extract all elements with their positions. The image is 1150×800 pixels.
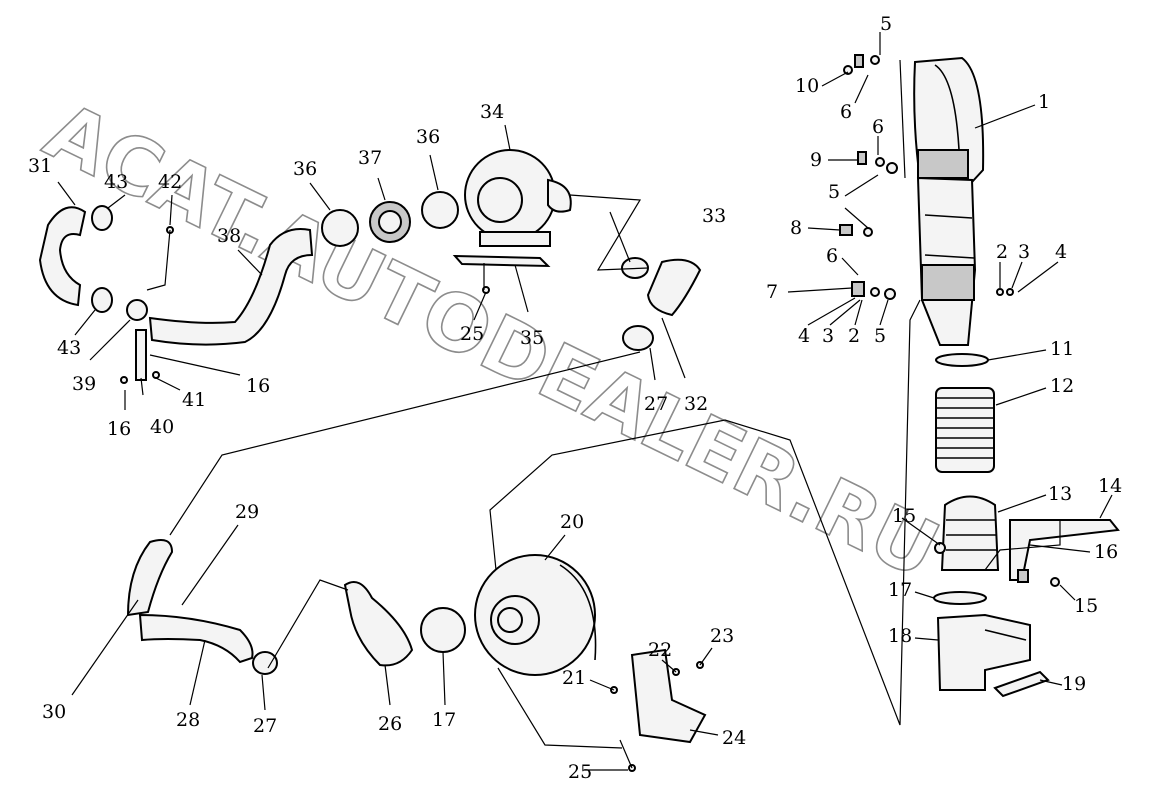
callout-7: 7 (766, 281, 778, 303)
part-14-bracket (1009, 519, 1120, 581)
callout-43: 43 (57, 337, 81, 359)
callout-27: 27 (253, 715, 277, 737)
callout-6: 6 (840, 101, 852, 123)
callout-25: 25 (460, 323, 484, 345)
callout-6: 6 (872, 116, 884, 138)
callout-40: 40 (150, 416, 174, 438)
part-32-hose (646, 258, 702, 317)
callout-25: 25 (568, 761, 592, 783)
part-35-plate (452, 254, 551, 268)
part-36-ring-right (421, 191, 459, 229)
callout-17: 17 (432, 709, 456, 731)
callout-29: 29 (235, 501, 259, 523)
part-17-ring (420, 607, 466, 653)
callout-36: 36 (293, 158, 317, 180)
part-36-ring-left (321, 209, 359, 247)
callout-17: 17 (888, 579, 912, 601)
leader-lines (57, 32, 1113, 771)
callout-30: 30 (42, 701, 66, 723)
part-43-clamp-top (91, 205, 113, 231)
part-27-clamp-upper (622, 325, 654, 351)
callout-28: 28 (176, 709, 200, 731)
callout-37: 37 (358, 147, 382, 169)
callout-1: 1 (1038, 91, 1050, 113)
part-13-flex-joint (940, 495, 1000, 571)
part-vertical-pipe (916, 176, 977, 346)
part-19-gasket (993, 670, 1050, 698)
fastener-cluster-7 (851, 281, 1014, 300)
part-11-gasket (935, 353, 989, 367)
callout-21: 21 (562, 667, 586, 689)
callout-11: 11 (1050, 338, 1074, 360)
fastener-cluster-top (843, 54, 880, 75)
callout-31: 31 (28, 155, 52, 177)
callout-8: 8 (790, 217, 802, 239)
part-24-mount-bracket (630, 648, 707, 744)
callout-41: 41 (182, 389, 206, 411)
callout-4: 4 (1055, 241, 1067, 263)
part-1-upper-elbow (913, 56, 985, 184)
callout-10: 10 (795, 75, 819, 97)
callout-labels: 5 10 6 1 6 9 5 8 6 2 3 4 7 4 3 2 5 11 12… (28, 13, 1122, 783)
callout-22: 22 (648, 639, 672, 661)
callout-38: 38 (217, 225, 241, 247)
part-39-clamp (126, 299, 148, 321)
callout-19: 19 (1062, 673, 1086, 695)
callout-36: 36 (416, 126, 440, 148)
callout-14: 14 (1098, 475, 1122, 497)
callout-9: 9 (810, 149, 822, 171)
callout-33: 33 (702, 205, 726, 227)
callout-32: 32 (684, 393, 708, 415)
callout-34: 34 (480, 101, 504, 123)
part-31-elbow-hose (38, 206, 87, 307)
callout-20: 20 (560, 511, 584, 533)
part-38-hose (148, 228, 314, 346)
callout-4: 4 (798, 325, 810, 347)
callout-5: 5 (880, 13, 892, 35)
callout-16: 16 (107, 418, 131, 440)
callout-27: 27 (644, 393, 668, 415)
part-26-elbow (343, 581, 414, 667)
part-27-clamp-lower (252, 651, 278, 675)
part-30-bent-pipe (126, 539, 174, 617)
callout-12: 12 (1050, 375, 1074, 397)
callout-2: 2 (848, 325, 860, 347)
fastener-cluster-15-16 (934, 542, 1060, 587)
callout-5: 5 (828, 181, 840, 203)
callout-16: 16 (246, 375, 270, 397)
callout-18: 18 (888, 625, 912, 647)
callout-42: 42 (158, 171, 182, 193)
fasteners-21-23-25 (120, 226, 704, 772)
callout-39: 39 (72, 373, 96, 395)
callout-24: 24 (722, 727, 746, 749)
part-37-clamp (369, 201, 411, 243)
callout-16: 16 (1094, 541, 1118, 563)
part-12-bellows (935, 387, 995, 473)
callout-35: 35 (520, 327, 544, 349)
callout-15: 15 (892, 505, 916, 527)
part-43-clamp-bottom (91, 287, 113, 313)
callout-3: 3 (822, 325, 834, 347)
callout-2: 2 (996, 241, 1008, 263)
callout-23: 23 (710, 625, 734, 647)
callout-3: 3 (1018, 241, 1030, 263)
callout-15: 15 (1074, 595, 1098, 617)
part-40-bracket (135, 329, 147, 381)
part-28-hose (138, 613, 254, 664)
callout-5: 5 (874, 325, 886, 347)
callout-6: 6 (826, 245, 838, 267)
callout-13: 13 (1048, 483, 1072, 505)
part-34-turbo-housing (464, 149, 572, 247)
part-18-outlet-elbow (936, 613, 1031, 691)
part-17-gasket (933, 591, 987, 605)
part-20-compressor-housing (474, 554, 597, 676)
callout-43: 43 (104, 171, 128, 193)
fastener-cluster-9 (857, 151, 898, 174)
callout-26: 26 (378, 713, 402, 735)
